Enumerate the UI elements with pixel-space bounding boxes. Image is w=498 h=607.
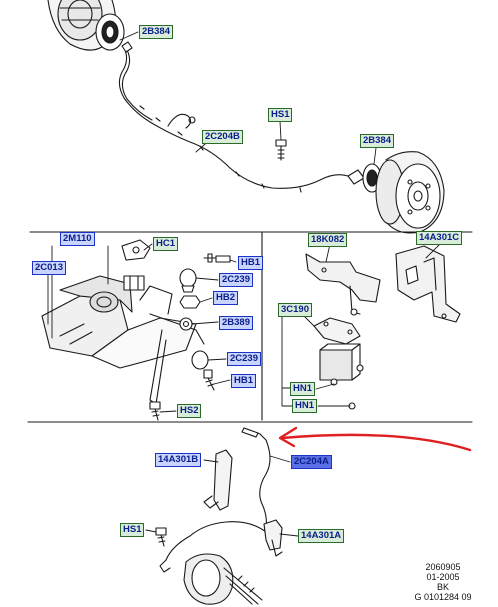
bracket-18k082 (305, 253, 381, 316)
label-hb2: HB2 (213, 291, 239, 305)
grommet-2c239-top (179, 268, 197, 293)
label-14a301b: 14A301B (155, 453, 202, 467)
label-14a301a: 14A301A (298, 529, 345, 543)
label-2c204b: 2C204B (202, 130, 243, 144)
label-hs2: HS2 (177, 404, 202, 418)
bolt-hs1-bottom (155, 527, 167, 547)
cv-joint-hub (183, 553, 263, 605)
label-hn1-a: HN1 (290, 382, 316, 396)
sensor-module-3c190 (313, 317, 364, 410)
drawing-reference: 2060905 01-2005 BK G 0101284 09 (398, 562, 488, 602)
hose-connector-hc1 (121, 239, 151, 261)
bracket-14a301a (263, 519, 283, 557)
bolt-hb1-top (203, 253, 231, 263)
top-sensor-wire (118, 41, 365, 193)
drawing-number: 2060905 (425, 562, 461, 572)
label-2c239-bottom: 2C239 (227, 352, 261, 366)
label-hn1-b: HN1 (292, 399, 318, 413)
abs-module (41, 275, 205, 405)
bolt-hs2 (149, 401, 161, 421)
label-3c190: 3C190 (278, 303, 312, 317)
label-2b384-top: 2B384 (139, 25, 173, 39)
drawing-code: BK (436, 582, 449, 592)
label-18k082: 18K082 (308, 233, 348, 247)
label-2c013: 2C013 (32, 261, 66, 275)
label-hc1: HC1 (153, 237, 179, 251)
label-hb1-top: HB1 (238, 256, 264, 270)
grommet-2c239-bottom (191, 350, 209, 370)
drawing-date: 01-2005 (426, 572, 460, 582)
bolt-hb1-bottom (203, 369, 215, 391)
label-2c204a: 2C204A (291, 455, 332, 469)
label-2c239-top: 2C239 (219, 273, 253, 287)
highlight-arrow (278, 426, 472, 452)
top-right-brake-drum (362, 151, 445, 234)
drawing-id: G 0101284 09 (414, 592, 472, 602)
top-left-brake-drum (47, 0, 125, 51)
bracket-14a301c (395, 245, 461, 323)
bracket-14a301b (203, 449, 233, 511)
label-hs1-bottom: HS1 (120, 523, 145, 537)
nut-hb2 (179, 295, 201, 309)
label-2b384-right: 2B384 (360, 134, 394, 148)
label-hs1-top: HS1 (268, 108, 293, 122)
label-2b389: 2B389 (219, 316, 253, 330)
bottom-sensor-wire (159, 427, 271, 573)
label-14a301c: 14A301C (416, 231, 463, 245)
label-hb1-bottom: HB1 (231, 374, 257, 388)
label-2m110: 2M110 (60, 232, 95, 246)
top-bolt-hs1 (275, 139, 287, 161)
